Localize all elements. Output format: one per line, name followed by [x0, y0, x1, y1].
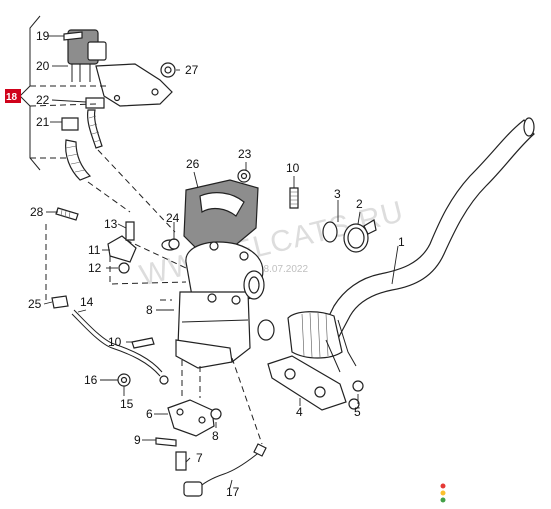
callout-8-low[interactable]: 8	[212, 429, 219, 443]
callout-13[interactable]: 13	[104, 217, 118, 231]
callout-labels: 19 20 27 22 21 26 23 10 3 2 1 24 28 13 1…	[28, 29, 405, 499]
watermark-date: 28.07.2022	[258, 264, 308, 275]
callout-27[interactable]: 27	[185, 63, 199, 77]
callout-6[interactable]: 6	[146, 407, 153, 421]
callout-12[interactable]: 12	[88, 261, 102, 275]
sensor-and-line-parts	[45, 207, 187, 396]
status-dot-yellow	[440, 490, 446, 496]
callout-20[interactable]: 20	[36, 59, 50, 73]
fasteners-top	[168, 169, 299, 250]
callout-10-top[interactable]: 10	[286, 161, 300, 175]
callout-7[interactable]: 7	[196, 451, 203, 465]
temperature-sensor	[183, 357, 267, 497]
callout-5[interactable]: 5	[354, 405, 361, 419]
callout-3[interactable]: 3	[334, 187, 341, 201]
callout-23[interactable]: 23	[238, 147, 252, 161]
status-dot-red	[440, 483, 446, 489]
callout-18: 18	[6, 92, 18, 103]
callout-26[interactable]: 26	[186, 157, 200, 171]
particle-filter-assembly	[161, 179, 265, 369]
callout-14[interactable]: 14	[80, 295, 94, 309]
leader-lines	[43, 35, 399, 489]
pressure-sensor-assembly	[29, 29, 176, 233]
status-dots	[440, 483, 446, 503]
callout-24[interactable]: 24	[166, 211, 180, 225]
clamp-and-seal	[322, 219, 377, 253]
callout-15[interactable]: 15	[120, 397, 134, 411]
callout-10-low[interactable]: 10	[108, 335, 122, 349]
callout-19[interactable]: 19	[36, 29, 50, 43]
callout-8-mid[interactable]: 8	[146, 303, 153, 317]
callout-2[interactable]: 2	[356, 197, 363, 211]
exhaust-pipe	[257, 117, 535, 411]
callout-22[interactable]: 22	[36, 93, 50, 107]
callout-1[interactable]: 1	[398, 235, 405, 249]
mounting-bracket	[155, 360, 222, 471]
status-dot-green	[440, 497, 446, 503]
callout-17[interactable]: 17	[226, 485, 240, 499]
callout-16[interactable]: 16	[84, 373, 98, 387]
group-tag-18[interactable]: 18	[5, 89, 21, 103]
callout-4[interactable]: 4	[296, 405, 303, 419]
callout-9[interactable]: 9	[134, 433, 141, 447]
callout-28[interactable]: 28	[30, 205, 44, 219]
callout-11[interactable]: 11	[88, 243, 101, 257]
callout-21[interactable]: 21	[36, 115, 50, 129]
callout-25[interactable]: 25	[28, 297, 42, 311]
